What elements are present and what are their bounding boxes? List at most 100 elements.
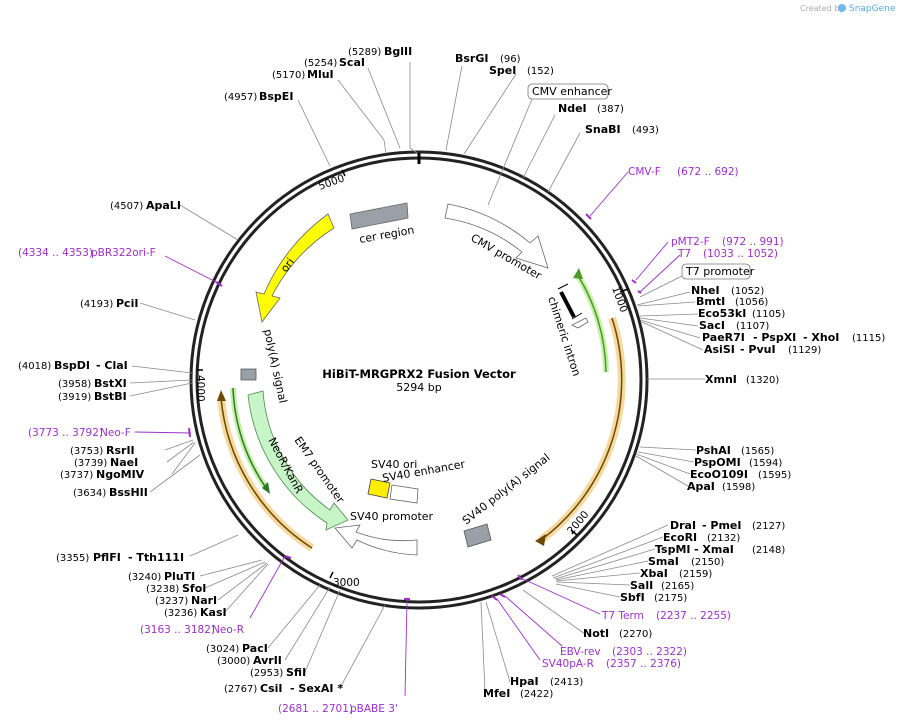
enzyme-eco0109i[interactable]: EcoO109I [690, 468, 748, 481]
enzyme-pflfi[interactable]: PflFI [93, 551, 121, 564]
enzyme-pos-paci: (3024) [206, 644, 239, 655]
enzyme-eco53ki[interactable]: Eco53kI [698, 307, 746, 320]
enzyme-pos-nhei: (1052) [731, 286, 764, 297]
enzyme-asisi[interactable]: AsiSI [704, 343, 735, 356]
enzyme-tspmi[interactable]: TspMI [655, 543, 691, 556]
enzyme-pos-xmni: (1320) [746, 375, 779, 386]
primer-labels[interactable]: CMV-F (672 .. 692) pMT2-F (972 .. 991) T… [18, 166, 784, 715]
enzyme-sexai[interactable]: - SexAI * [290, 682, 343, 695]
cer-region-label: cer region [358, 223, 415, 245]
primer-pbr322ori-f[interactable]: pBR322ori-F [91, 247, 156, 259]
enzyme-smai[interactable]: SmaI [648, 555, 679, 568]
t7-promoter-label: T7 promoter [685, 265, 755, 278]
enzyme-kasi[interactable]: KasI [200, 606, 227, 619]
enzyme-bspdi[interactable]: BspDI [54, 359, 90, 372]
watermark-prefix: Created by [800, 4, 844, 13]
enzyme-pos-pluti: (3240) [128, 572, 161, 583]
enzyme-apai[interactable]: ApaI [687, 480, 715, 493]
enzyme-bstbi[interactable]: BstBI [94, 390, 127, 403]
enzyme-pos-csii: (2767) [224, 684, 257, 695]
enzyme-pspxi[interactable]: - PspXI [753, 331, 796, 344]
enzyme-xbai[interactable]: XbaI [640, 567, 668, 580]
primer-pos-pbr322ori-f: (4334 .. 4353) [18, 247, 93, 259]
enzyme-apali[interactable]: ApaLI [146, 199, 181, 212]
enzyme-pmei[interactable]: - PmeI [702, 519, 741, 532]
enzyme-pos-bmti: (1056) [735, 297, 768, 308]
sv40-ori-label: SV40 ori [371, 458, 417, 471]
enzyme-pcii[interactable]: PciI [116, 297, 138, 310]
enzyme-xmni[interactable]: XmnI [705, 373, 737, 386]
enzyme-nhei[interactable]: NheI [691, 284, 720, 297]
tick-3000: 3000 [333, 577, 360, 589]
primer-pos-sv40pa-r: (2357 .. 2376) [606, 658, 681, 670]
primer-sv40pa-r[interactable]: SV40pA-R [542, 658, 594, 670]
enzyme-hpai[interactable]: HpaI [510, 675, 539, 688]
enzyme-nari[interactable]: NarI [191, 594, 217, 607]
polya-label: poly(A) signal [261, 328, 289, 404]
enzyme-saci[interactable]: SacI [699, 319, 725, 332]
primer-pbabe3[interactable]: pBABE 3' [350, 703, 398, 715]
primer-pos-neo-f: (3773 .. 3792) [28, 427, 103, 439]
primer-neo-f[interactable]: Neo-F [100, 427, 131, 439]
enzyme-sbfi[interactable]: SbfI [620, 591, 645, 604]
enzyme-pvui[interactable]: - PvuI [740, 343, 776, 356]
plasmid-size: 5294 bp [396, 381, 441, 394]
enzyme-pos-tspmi: (2148) [752, 545, 785, 556]
enzyme-ecori[interactable]: EcoRI [663, 531, 697, 544]
enzyme-ngomiv[interactable]: NgoMIV [96, 468, 145, 481]
enzyme-bsshii[interactable]: BssHII [109, 486, 148, 499]
enzyme-labels[interactable]: (5289) BglII (5254) ScaI (5170) MluI (49… [18, 45, 885, 700]
enzyme-pos-apali: (4507) [110, 201, 143, 212]
primer-leads [134, 171, 681, 697]
enzyme-paci[interactable]: PacI [242, 642, 268, 655]
enzyme-mfei[interactable]: MfeI [483, 687, 510, 700]
enzyme-bstxi[interactable]: BstXI [94, 377, 127, 390]
primer-neo-r[interactable]: Neo-R [212, 624, 244, 636]
enzyme-tth111i[interactable]: - Tth111I [128, 551, 184, 564]
enzyme-bspei[interactable]: BspEI [259, 90, 293, 103]
enzyme-naei[interactable]: NaeI [110, 456, 138, 469]
enzyme-avrii[interactable]: AvrII [253, 654, 282, 667]
enzyme-xhoi[interactable]: - XhoI [803, 331, 839, 344]
enzyme-pluti[interactable]: PluTI [164, 570, 195, 583]
sv40-ori-feature [367, 478, 391, 499]
primer-pmt2-f[interactable]: pMT2-F [671, 236, 710, 248]
enzyme-pos-ecori: (2132) [707, 533, 740, 544]
primer-cmv-f[interactable]: CMV-F [628, 166, 661, 178]
sv40-polya-label: SV40 poly(A) signal [460, 451, 553, 527]
enzyme-pos-bspei: (4957) [224, 92, 257, 103]
enzyme-rsrii[interactable]: RsrII [106, 444, 135, 457]
enzyme-sfoi[interactable]: SfoI [182, 582, 206, 595]
primer-t7[interactable]: T7 [677, 248, 691, 260]
enzyme-clai[interactable]: - ClaI [96, 359, 128, 372]
enzyme-pos-asisi: (1129) [788, 345, 821, 356]
enzyme-mlui[interactable]: MluI [307, 68, 334, 81]
enzyme-pshai[interactable]: PshAI [696, 444, 731, 457]
primer-t7-term[interactable]: T7 Term [601, 610, 644, 622]
enzyme-ndei[interactable]: NdeI [558, 102, 587, 115]
primer-pos-pmt2-f: (972 .. 991) [722, 236, 784, 248]
tick-4000: 4000 [194, 375, 206, 402]
enzyme-scai[interactable]: ScaI [339, 56, 365, 69]
enzyme-bmti[interactable]: BmtI [696, 295, 725, 308]
enzyme-pspomi[interactable]: PspOMI [694, 456, 741, 469]
enzyme-csii[interactable]: CsiI [260, 682, 282, 695]
enzyme-leads [129, 62, 705, 693]
cmv-promoter-feature [444, 203, 549, 269]
enzyme-drai[interactable]: DraI [670, 519, 696, 532]
enzyme-snabi[interactable]: SnaBI [585, 123, 621, 136]
primer-ebv-rev[interactable]: EBV-rev [560, 646, 601, 658]
enzyme-xmai[interactable]: - XmaI [694, 543, 734, 556]
enzyme-paer7i[interactable]: PaeR7I [702, 331, 745, 344]
enzyme-bsrgi[interactable]: BsrGI [455, 52, 488, 65]
enzyme-noti[interactable]: NotI [583, 627, 609, 640]
primer-pos-pbabe3: (2681 .. 2701) [278, 703, 353, 715]
enzyme-bglii[interactable]: BglII [384, 45, 412, 58]
enzyme-sfii[interactable]: SfiI [286, 666, 306, 679]
chimeric-intron-label: chimeric intron [545, 295, 583, 378]
enzyme-spei[interactable]: SpeI [489, 64, 516, 77]
enzyme-sali[interactable]: SalI [630, 579, 653, 592]
enzyme-pos-ndei: (387) [597, 104, 624, 115]
